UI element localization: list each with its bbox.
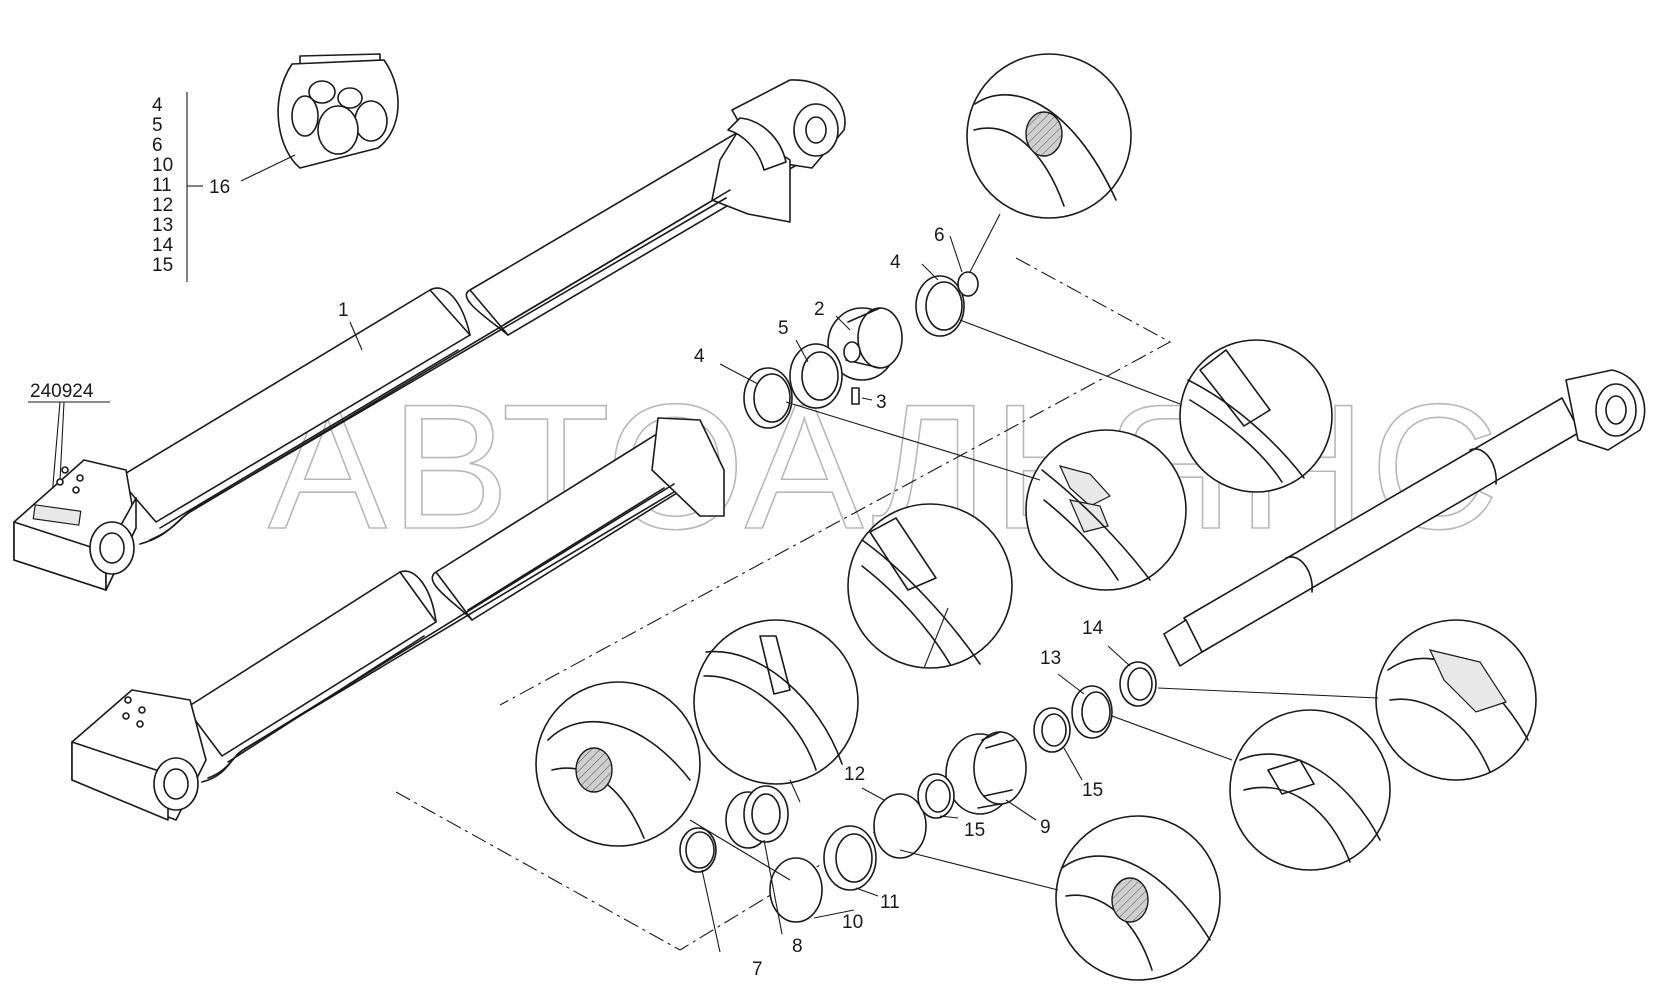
callout-4-upper: 4 bbox=[890, 252, 901, 273]
callout-8: 8 bbox=[792, 936, 803, 957]
callout-9: 9 bbox=[1040, 817, 1051, 838]
guide-ring-4-upper bbox=[915, 275, 965, 337]
kit-label: 16 bbox=[209, 177, 230, 198]
detail-circle-guide-ring-4 bbox=[1179, 339, 1333, 493]
leader-lines bbox=[349, 213, 1379, 953]
diagram-code: 240924 bbox=[30, 381, 94, 402]
kit-item: 11 bbox=[152, 175, 172, 196]
o-ring-6 bbox=[957, 271, 979, 297]
set-screw-3 bbox=[851, 387, 860, 405]
callout-15-a: 15 bbox=[964, 820, 985, 841]
detail-circle-o-ring-6 bbox=[966, 53, 1132, 219]
seal-ring-10 bbox=[769, 857, 823, 923]
callout-4-lower: 4 bbox=[694, 346, 705, 367]
o-ring-7 bbox=[679, 827, 717, 873]
callout-12: 12 bbox=[844, 764, 865, 785]
callout-10: 10 bbox=[842, 912, 863, 933]
cylinder-tube-upper bbox=[13, 79, 846, 591]
detail-circle-ring-13 bbox=[1229, 709, 1391, 871]
callout-5: 5 bbox=[778, 318, 789, 339]
seal-ring-11 bbox=[823, 825, 877, 891]
callout-15-b: 15 bbox=[1082, 780, 1103, 801]
callout-14: 14 bbox=[1082, 618, 1104, 639]
detail-circle-ring-11 bbox=[847, 503, 1013, 669]
assembly-line-upper bbox=[499, 257, 1172, 706]
kit-item: 5 bbox=[152, 115, 163, 136]
callout-13: 13 bbox=[1040, 648, 1061, 669]
kit-item: 12 bbox=[152, 195, 173, 216]
piston-part-2 bbox=[827, 307, 903, 381]
detail-circle-seal-5 bbox=[1025, 429, 1187, 591]
kit-item: 4 bbox=[152, 95, 163, 116]
ring-13 bbox=[1071, 685, 1113, 739]
kit-item: 13 bbox=[152, 215, 173, 236]
detail-circle-ring-14 bbox=[1375, 619, 1537, 781]
callout-11: 11 bbox=[880, 892, 900, 913]
callout-6: 6 bbox=[934, 225, 945, 246]
seal-ring-5 bbox=[789, 343, 843, 409]
callout-3: 3 bbox=[876, 392, 887, 413]
cylinder-tube-lower bbox=[71, 417, 725, 821]
kit-item: 6 bbox=[152, 135, 163, 156]
kit-items-list: 4 5 6 10 11 12 13 14 15 bbox=[152, 95, 174, 276]
kit-item: 14 bbox=[152, 235, 174, 256]
ring-15-a bbox=[917, 773, 955, 819]
bushing-8 bbox=[725, 785, 789, 849]
detail-circle-o-ring-12 bbox=[1055, 815, 1221, 981]
seal-kit-bag bbox=[277, 53, 399, 169]
detail-circle-o-ring-10 bbox=[535, 681, 701, 847]
kit-item: 15 bbox=[152, 255, 173, 276]
kit-item: 10 bbox=[152, 155, 173, 176]
guide-ring-4-lower bbox=[743, 367, 793, 429]
callouts: 1 2 3 4 4 5 6 7 8 9 10 11 12 13 14 15 15… bbox=[338, 225, 1104, 980]
callout-2: 2 bbox=[814, 299, 825, 320]
callout-7: 7 bbox=[752, 959, 763, 980]
ring-15-b bbox=[1033, 707, 1071, 753]
callout-1: 1 bbox=[338, 300, 349, 321]
gland-nut-9 bbox=[945, 731, 1027, 815]
detail-circle-bushing-8 bbox=[693, 619, 859, 785]
piston-rod bbox=[1163, 369, 1646, 667]
o-ring-12 bbox=[873, 793, 927, 859]
ring-14 bbox=[1119, 661, 1157, 707]
